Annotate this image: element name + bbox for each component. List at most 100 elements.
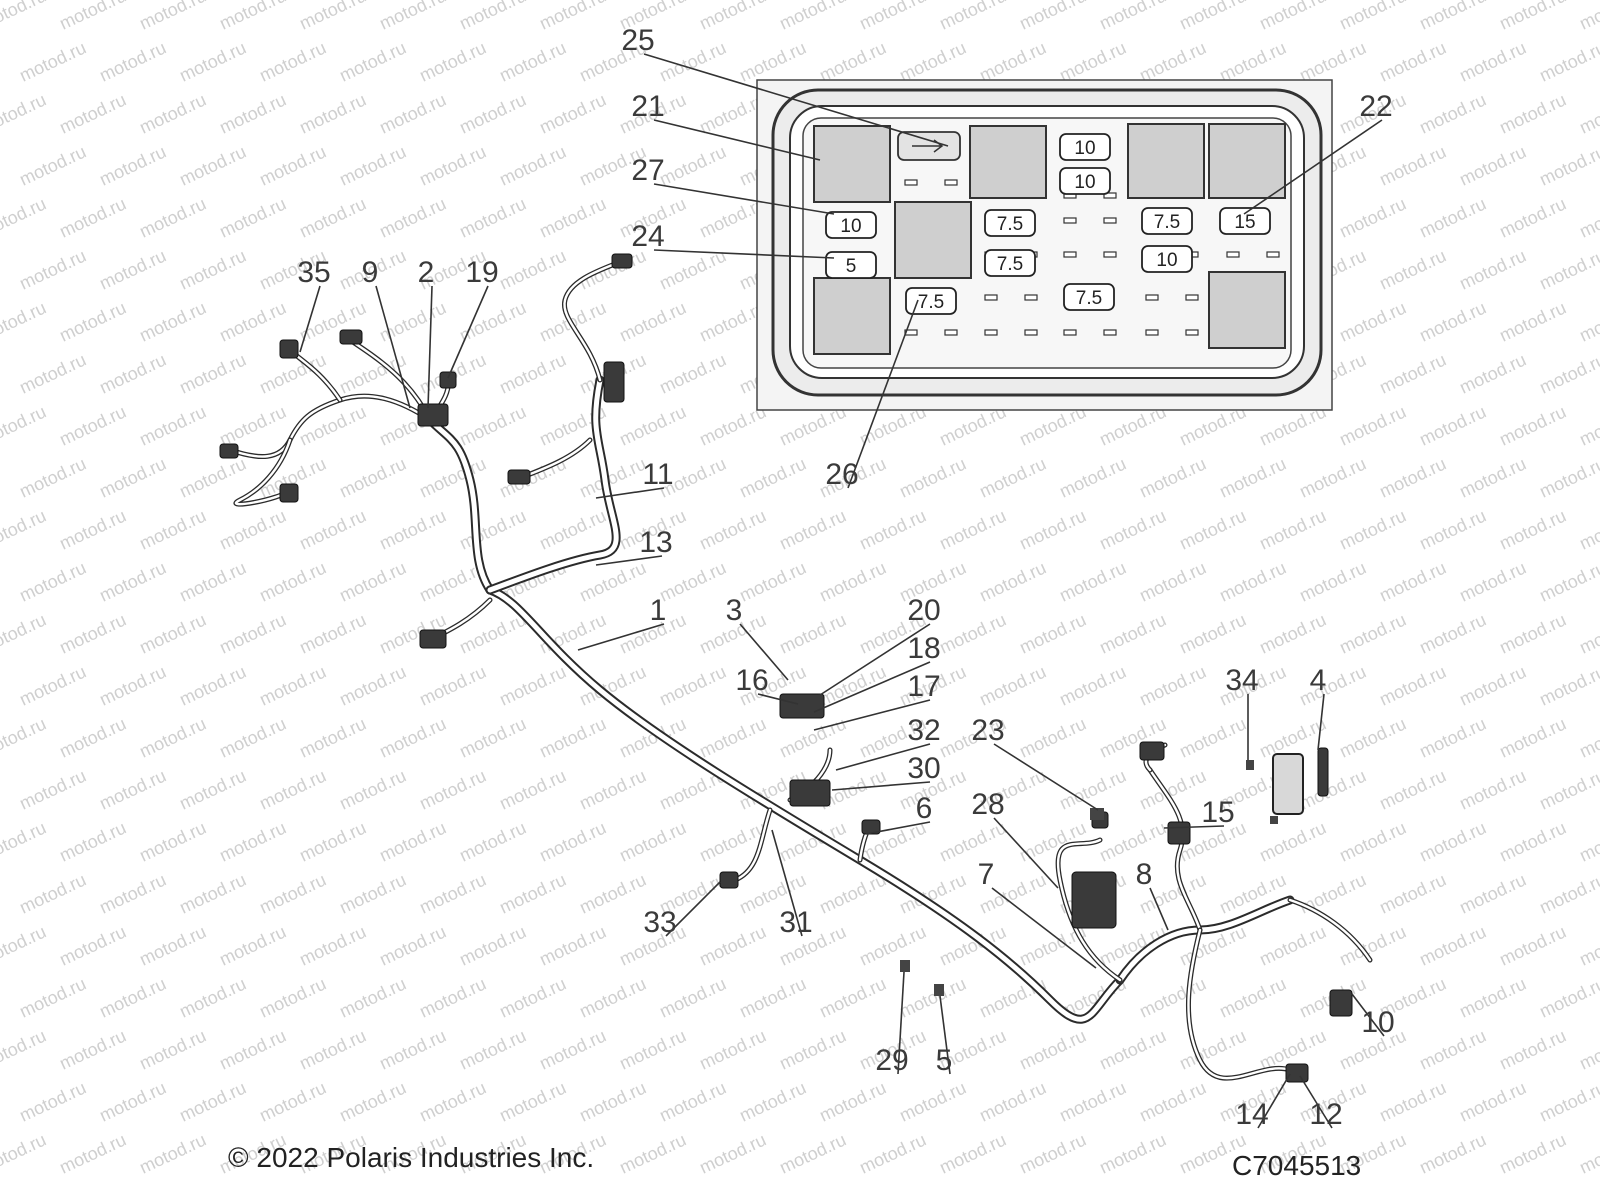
connector — [603, 361, 625, 403]
watermark-text: motod.ru — [1496, 505, 1569, 553]
watermark-text: motod.ru — [656, 973, 729, 1021]
watermark-text: motod.ru — [576, 1077, 649, 1125]
callout-31: 31 — [779, 906, 812, 939]
watermark-text: motod.ru — [1016, 609, 1089, 657]
watermark-text: motod.ru — [1016, 0, 1089, 34]
watermark-text: motod.ru — [336, 1077, 409, 1125]
connector — [611, 253, 633, 269]
watermark-text: motod.ru — [1416, 609, 1489, 657]
fuse: 15 — [1219, 207, 1271, 235]
watermark-text: motod.ru — [536, 1025, 609, 1073]
fuse: 7.5 — [984, 249, 1036, 277]
watermark-text: motod.ru — [1496, 609, 1569, 657]
watermark-text: motod.ru — [16, 37, 89, 85]
watermark-text: motod.ru — [936, 609, 1009, 657]
watermark-text: motod.ru — [1176, 1025, 1249, 1073]
watermark-text: motod.ru — [376, 89, 449, 137]
watermark-text: motod.ru — [1456, 765, 1529, 813]
watermark-text: motod.ru — [616, 713, 689, 761]
watermark-text: motod.ru — [296, 505, 369, 553]
watermark-text: motod.ru — [176, 37, 249, 85]
watermark-text: motod.ru — [56, 1129, 129, 1177]
watermark-text: motod.ru — [1016, 1129, 1089, 1177]
watermark-text: motod.ru — [1456, 973, 1529, 1021]
watermark-text: motod.ru — [216, 297, 289, 345]
callout-17: 17 — [907, 670, 940, 703]
watermark-text: motod.ru — [1376, 141, 1449, 189]
watermark-text: motod.ru — [1456, 141, 1529, 189]
leader-line — [993, 743, 1099, 811]
watermark-text: motod.ru — [976, 973, 1049, 1021]
connector — [507, 469, 531, 485]
watermark-text: motod.ru — [976, 1077, 1049, 1125]
fuse-rating: 7.5 — [918, 292, 944, 313]
watermark-text: motod.ru — [1576, 817, 1600, 865]
watermark-text: motod.ru — [376, 713, 449, 761]
watermark-text: motod.ru — [576, 557, 649, 605]
watermark-text: motod.ru — [336, 557, 409, 605]
watermark-text: motod.ru — [1056, 453, 1129, 501]
watermark-text: motod.ru — [296, 89, 369, 137]
fuse-slot — [944, 179, 958, 186]
watermark-text: motod.ru — [56, 297, 129, 345]
watermark-text: motod.ru — [96, 973, 169, 1021]
watermark-text: motod.ru — [336, 37, 409, 85]
watermark-text: motod.ru — [1576, 713, 1600, 761]
fuse: 7.5 — [984, 209, 1036, 237]
watermark-text: motod.ru — [1096, 1025, 1169, 1073]
watermark-text: motod.ru — [256, 1077, 329, 1125]
watermark-text: motod.ru — [1016, 1025, 1089, 1073]
watermark-text: motod.ru — [336, 661, 409, 709]
callout-29: 29 — [875, 1044, 908, 1077]
watermark-text: motod.ru — [1496, 817, 1569, 865]
watermark-text: motod.ru — [1056, 557, 1129, 605]
fuse: 5 — [825, 251, 877, 279]
leader-line — [595, 487, 665, 499]
watermark-text: motod.ru — [1536, 37, 1600, 85]
watermark-text: motod.ru — [1456, 37, 1529, 85]
fuse-slot — [1063, 329, 1077, 336]
small-part — [1090, 808, 1104, 820]
fuse-rating: 5 — [846, 256, 857, 277]
watermark-text: motod.ru — [176, 869, 249, 917]
leader-line — [771, 829, 803, 937]
watermark-text: motod.ru — [216, 0, 289, 34]
watermark-text: motod.ru — [1456, 453, 1529, 501]
watermark-text: motod.ru — [1576, 1025, 1600, 1073]
watermark-text: motod.ru — [0, 609, 49, 657]
fuse-rating: 10 — [840, 216, 861, 237]
watermark-text: motod.ru — [1016, 505, 1089, 553]
watermark-text: motod.ru — [0, 193, 49, 241]
connector — [1139, 741, 1165, 761]
watermark-text: motod.ru — [696, 921, 769, 969]
watermark-text: motod.ru — [856, 1129, 929, 1177]
fuse-slot — [1266, 251, 1280, 258]
watermark-text: motod.ru — [416, 765, 489, 813]
watermark-text: motod.ru — [1376, 349, 1449, 397]
watermark-text: motod.ru — [1496, 1025, 1569, 1073]
watermark-text: motod.ru — [296, 0, 369, 34]
leader-line — [1243, 119, 1383, 215]
watermark-text: motod.ru — [1376, 765, 1449, 813]
watermark-text: motod.ru — [536, 193, 609, 241]
watermark-text: motod.ru — [336, 869, 409, 917]
watermark-text: motod.ru — [1376, 661, 1449, 709]
watermark-text: motod.ru — [16, 661, 89, 709]
fuse-slot — [904, 179, 918, 186]
connector — [339, 329, 363, 345]
fuse-slot — [1103, 251, 1117, 258]
watermark-text: motod.ru — [536, 89, 609, 137]
watermark-text: motod.ru — [496, 661, 569, 709]
callout-26: 26 — [825, 458, 858, 491]
watermark-text: motod.ru — [656, 661, 729, 709]
watermark-text: motod.ru — [136, 817, 209, 865]
watermark-text: motod.ru — [0, 0, 49, 34]
leader-line — [993, 817, 1059, 889]
watermark-text: motod.ru — [456, 297, 529, 345]
callout-5: 5 — [936, 1044, 953, 1077]
leader-line — [1149, 887, 1169, 931]
watermark-text: motod.ru — [1536, 245, 1600, 293]
watermark-text: motod.ru — [456, 713, 529, 761]
watermark-text: motod.ru — [1376, 245, 1449, 293]
leader-line — [939, 995, 951, 1075]
